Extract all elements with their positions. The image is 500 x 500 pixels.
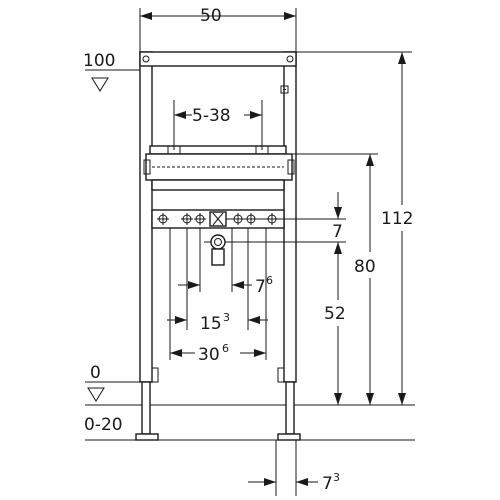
outer-spacing-label: 30 [198,345,220,365]
outer-spacing-dimension [170,349,266,357]
foot-width-dimension [248,440,318,496]
width-dimension [139,8,297,52]
right-foot-plate [277,433,301,441]
right-foot-clamp [277,367,285,383]
mid-spacing-sup: 3 [223,311,230,324]
inner-spacing-label: 7 [255,277,266,297]
drain-offset-label: 7 [332,222,343,242]
adjust-label: 5-38 [192,106,231,126]
right-upright [283,51,297,383]
foot-width-label: 7 [322,474,333,494]
lower-bracket-rail [151,179,285,191]
crossbar-height-dimension [292,153,378,405]
top-left-bolt [142,55,150,63]
level-100-marker [85,69,140,92]
crossbar-height-label: 80 [354,257,376,277]
left-foot-plate [135,433,159,441]
adjustable-bracket [149,145,287,155]
inner-spacing-sup: 6 [266,274,273,287]
water-connection [209,211,227,227]
top-right-bolt [286,55,294,63]
level-0-label: 0 [90,363,101,383]
left-foot-clamp [151,367,159,383]
top-crossbar [139,51,297,67]
drain-height-label: 52 [324,304,346,324]
inner-spacing-dimension [178,281,252,289]
foot-width-sup: 3 [333,471,340,484]
left-upright [139,51,153,383]
right-foot-leg [285,381,295,435]
adjust-dimension [173,100,263,150]
frame-marker [280,85,289,94]
width-label: 50 [200,6,222,26]
level-0-marker [85,381,140,402]
drain-pipe [204,234,232,266]
total-height-label: 112 [381,209,413,229]
mid-spacing-dimension [167,316,268,324]
mid-spacing-label: 15 [200,314,222,334]
level-100-label: 100 [83,51,115,71]
outer-spacing-sup: 6 [222,342,229,355]
left-foot-leg [141,381,151,435]
floor-range-label: 0-20 [84,415,123,435]
spacing-extension-lines [169,228,267,360]
